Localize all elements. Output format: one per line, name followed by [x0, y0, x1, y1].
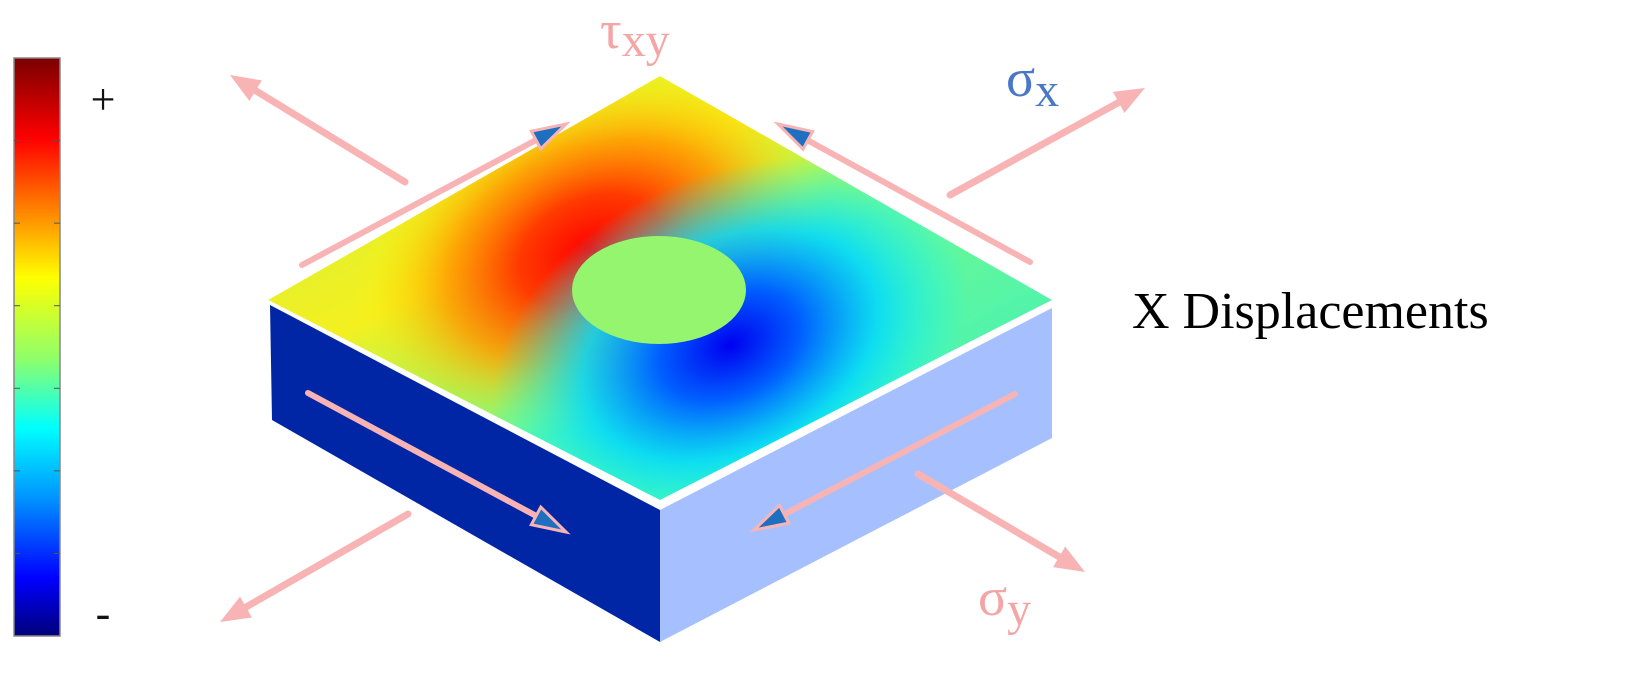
sigma-y-arrow-lower-right — [914, 470, 1085, 572]
normal-x-label: σx — [1006, 48, 1059, 117]
colorbar-ticks — [14, 140, 60, 554]
colorbar-min-label: - — [96, 589, 111, 638]
normal-y-symbol: σ — [978, 567, 1007, 627]
normal-y-label: σy — [978, 567, 1031, 636]
tau-arrow-top-right — [773, 121, 1033, 265]
svg-text:τxy: τxy — [600, 0, 670, 67]
title: X Displacements — [1132, 283, 1489, 340]
load-arrows — [220, 75, 1145, 622]
shear-subscript: xy — [622, 14, 670, 67]
plate-side-left — [270, 305, 660, 642]
colorbar: + - — [13, 57, 116, 638]
hole — [572, 236, 746, 344]
svg-text:σx: σx — [1006, 48, 1059, 117]
svg-text:σy: σy — [978, 567, 1031, 636]
normal-x-symbol: σ — [1006, 48, 1035, 108]
colorbar-max-label: + — [91, 75, 116, 124]
sigma-x-arrow-lower-left — [220, 510, 412, 622]
sigma-y-arrow-upper-left — [230, 75, 409, 186]
sigma-x-arrow-upper-right — [946, 88, 1145, 199]
tau-arrow-bottom-left — [305, 390, 571, 535]
normal-y-subscript: y — [1007, 583, 1031, 636]
colorbar-gradient — [13, 57, 61, 637]
tau-arrow-top-left — [299, 121, 571, 268]
shear-symbol: τ — [600, 0, 622, 60]
tau-arrow-bottom-right — [749, 391, 1018, 533]
normal-x-subscript: x — [1035, 64, 1059, 117]
shear-stress-label: τxy — [600, 0, 670, 67]
